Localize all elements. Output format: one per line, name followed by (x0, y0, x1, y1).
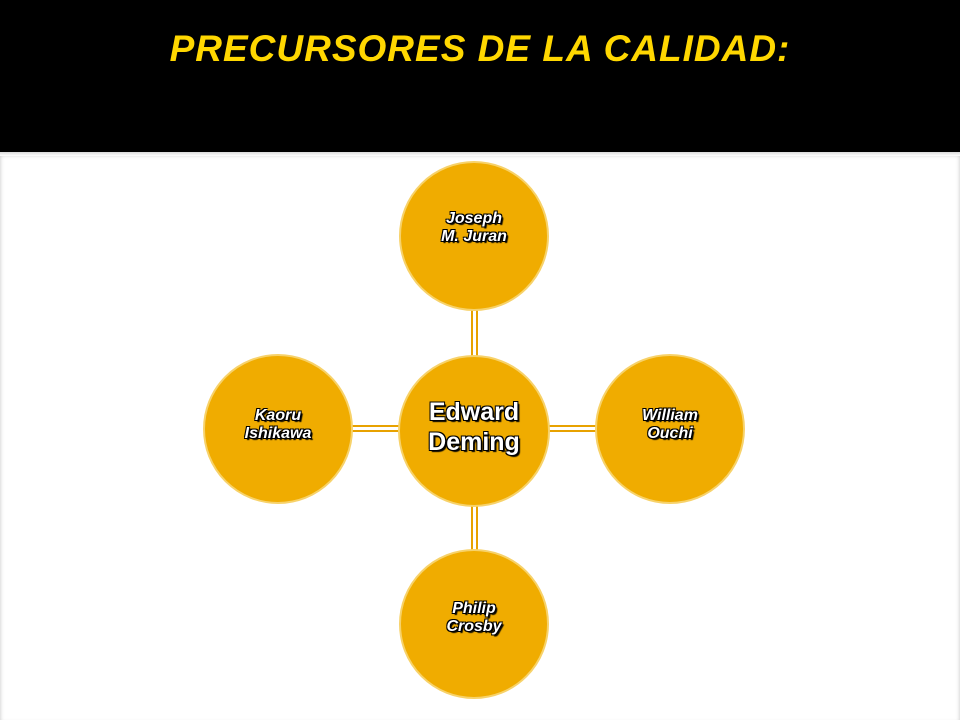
connector-left (352, 425, 399, 432)
node-left (203, 354, 353, 504)
connector-top (471, 310, 478, 357)
node-right-line2: Ouchi (647, 425, 693, 443)
connector-bottom (471, 505, 478, 552)
node-bottom (399, 549, 549, 699)
node-bottom-line2: Crosby (446, 618, 502, 636)
node-center (398, 355, 550, 507)
node-center-label: Edward Deming (404, 397, 544, 457)
node-bottom-label: Philip Crosby (404, 600, 544, 637)
node-right-label: William Ouchi (600, 407, 740, 444)
slide-title: PRECURSORES DE LA CALIDAD: (169, 28, 791, 69)
node-left-line1: Kaoru (254, 407, 302, 424)
node-left-line2: Ishikawa (244, 425, 312, 443)
connector-right (549, 425, 596, 432)
node-bottom-line1: Philip (452, 600, 496, 617)
node-top-line1: Joseph (445, 210, 502, 227)
node-right (595, 354, 745, 504)
node-top-label: Joseph M. Juran (404, 210, 544, 247)
title-band: PRECURSORES DE LA CALIDAD: (0, 0, 960, 152)
node-right-line1: William (642, 407, 698, 424)
node-top (399, 161, 549, 311)
node-center-line2: Deming (428, 428, 520, 456)
connectors (352, 310, 596, 552)
node-center-line1: Edward (428, 398, 520, 426)
node-left-label: Kaoru Ishikawa (208, 407, 348, 444)
node-top-line2: M. Juran (441, 228, 507, 246)
header-divider (0, 152, 960, 156)
